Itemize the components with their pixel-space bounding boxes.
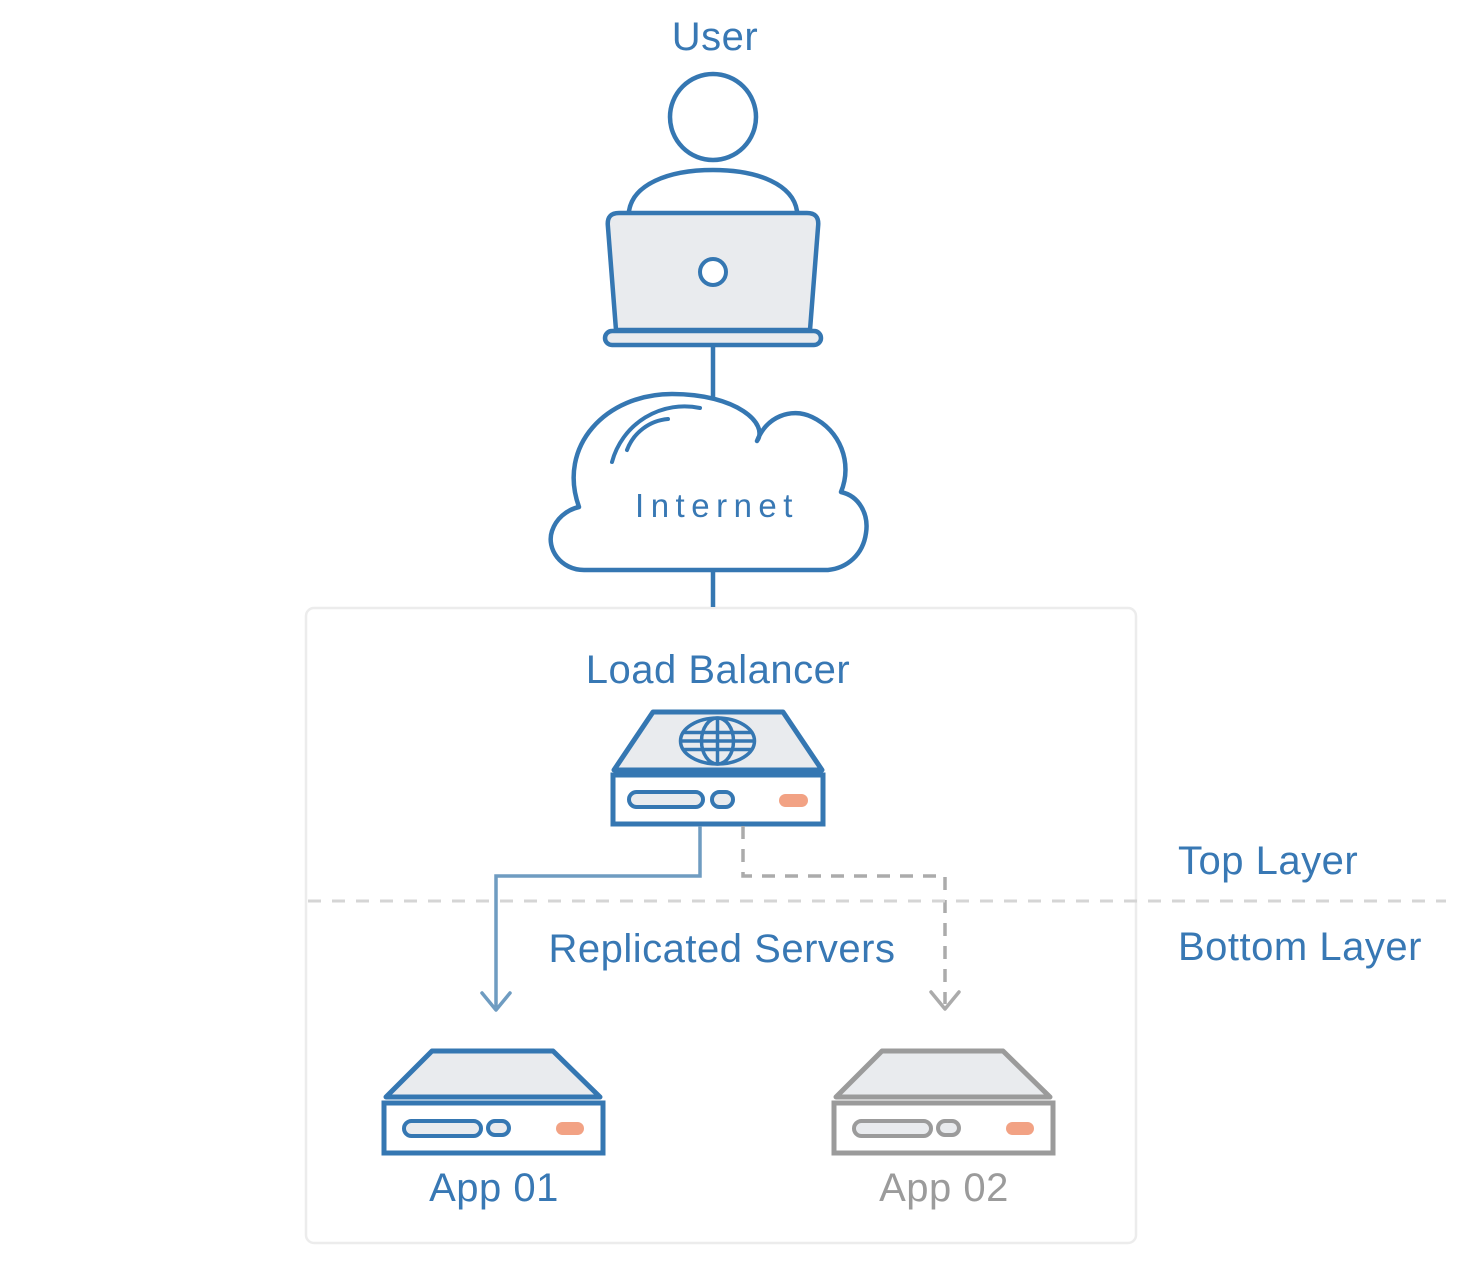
- arrow-down-dashed-icon: [929, 990, 961, 1011]
- load-balancer-button-icon: [710, 790, 735, 809]
- replicated-servers-label: Replicated Servers: [549, 927, 896, 971]
- app01-label: App 01: [429, 1166, 559, 1210]
- app01-power-led-icon: [556, 1122, 584, 1135]
- laptop-base-icon: [602, 328, 824, 348]
- load-balancer-server-icon: [610, 709, 826, 827]
- internet-cloud-icon: [548, 391, 869, 573]
- app01-button-icon: [486, 1119, 511, 1137]
- user-laptop-icon: [602, 71, 824, 348]
- load-balancer-drive-slot-icon: [627, 790, 705, 809]
- laptop-logo-dot-icon: [698, 257, 728, 287]
- connector-loadbalancer-app01: [480, 826, 702, 1012]
- load-balancer-label: Load Balancer: [586, 648, 850, 692]
- globe-icon: [678, 716, 757, 766]
- app02-power-led-icon: [1006, 1122, 1034, 1135]
- app01-drive-slot-icon: [402, 1119, 483, 1138]
- app02-server-top-icon: [833, 1048, 1053, 1100]
- arrow-down-icon: [480, 991, 512, 1012]
- user-shoulders-icon: [626, 167, 800, 214]
- load-balancer-power-led-icon: [779, 794, 808, 807]
- internet-node: Internet: [548, 391, 869, 573]
- app02-button-icon: [936, 1119, 961, 1137]
- app01-node: App 01: [381, 1048, 606, 1210]
- internet-label: Internet: [635, 487, 799, 524]
- app02-node: App 02: [831, 1048, 1056, 1210]
- cloud-highlight-arc-inner: [625, 417, 670, 452]
- bottom-layer-label: Bottom Layer: [1178, 925, 1422, 969]
- user-label: User: [672, 15, 758, 59]
- connector-loadbalancer-app02: [741, 826, 961, 1011]
- app02-server-icon: [831, 1048, 1056, 1156]
- app01-server-top-icon: [383, 1048, 603, 1100]
- app02-label: App 02: [879, 1166, 1009, 1210]
- user-head-icon: [667, 71, 759, 163]
- connector-app01-line: [494, 826, 702, 1007]
- load-balancer-node: Load Balancer: [586, 648, 850, 827]
- cloud-highlight-arc-outer: [610, 404, 702, 464]
- app01-server-icon: [381, 1048, 606, 1156]
- user-node: User: [602, 15, 824, 348]
- app02-drive-slot-icon: [852, 1119, 933, 1138]
- top-layer-label: Top Layer: [1178, 839, 1358, 883]
- connector-app02-dashed-line: [741, 826, 947, 1004]
